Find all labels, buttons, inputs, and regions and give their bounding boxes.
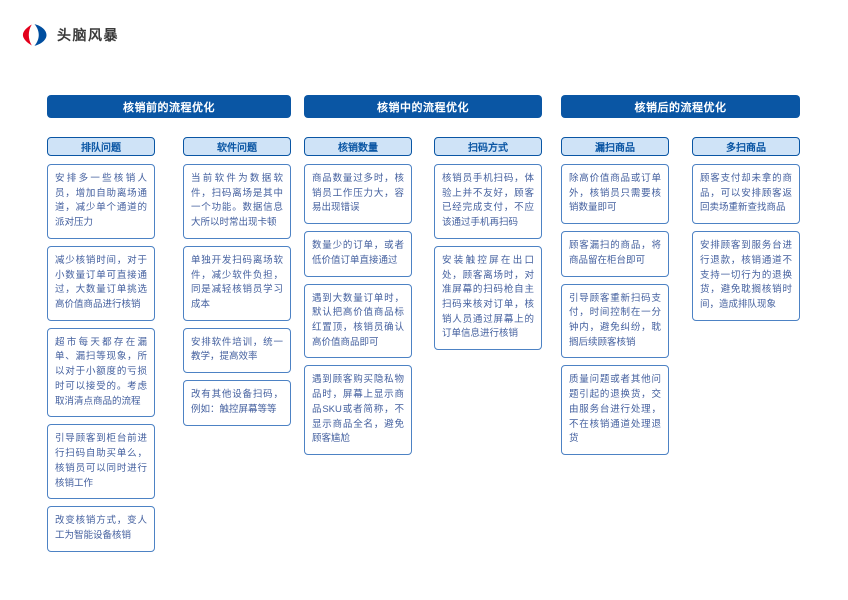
idea-card: 数量少的订单，或者低价值订单直接通过: [304, 231, 412, 277]
idea-card: 改变核销方式，变人工为智能设备核销: [47, 506, 155, 552]
topic-column: 排队问题安排多一些核销人员，增加自助离场通道，减少单个通道的派对压力减少核销时间…: [47, 137, 155, 552]
idea-card: 单独开发扫码离场软件，减少软件负担，同是减轻核销员学习成本: [183, 245, 291, 321]
idea-card: 遇到顾客购买隐私物品时，屏幕上显示商品SKU或者简称，不显示商品全名，避免顾客尴…: [304, 365, 412, 456]
column-header: 软件问题: [183, 137, 291, 156]
topic-column: 扫码方式核销员手机扫码，体验上并不友好，顾客已经完成支付，不应该通过手机再扫码安…: [434, 137, 542, 455]
idea-card: 安排顾客到服务台进行退款，核销通道不支持一切行为的退换货，避免耽搁核销时间，造成…: [692, 231, 800, 321]
column-header: 核销数量: [304, 137, 412, 156]
carrefour-logo-icon: [22, 24, 47, 46]
group-columns: 排队问题安排多一些核销人员，增加自助离场通道，减少单个通道的派对压力减少核销时间…: [47, 137, 291, 552]
brand: 头脑风暴: [20, 23, 119, 47]
idea-card: 遇到大数量订单时，默认把高价值商品标红置顶，核销员确认高价值商品即可: [304, 283, 412, 359]
idea-card: 顾客漏扫的商品，将商品留在柜台即可: [561, 231, 669, 277]
idea-card: 安排多一些核销人员，增加自助离场通道，减少单个通道的派对压力: [47, 164, 155, 239]
group-header: 核销后的流程优化: [561, 95, 800, 118]
topic-column: 漏扫商品除高价值商品或订单外，核销员只需要核销数量即可顾客漏扫的商品，将商品留在…: [561, 137, 669, 456]
topic-column: 软件问题当前软件为数据软件，扫码离场是其中一个功能。数据信息大所以时常出现卡顿单…: [183, 137, 291, 552]
group-header: 核销中的流程优化: [304, 95, 542, 118]
idea-card: 安装触控屏在出口处，顾客离场时，对准屏幕的扫码枪自主扫码来核对订单，核销人员通过…: [434, 245, 542, 351]
idea-card: 除高价值商品或订单外，核销员只需要核销数量即可: [561, 164, 669, 225]
column-header: 漏扫商品: [561, 137, 669, 156]
idea-card: 顾客支付却未拿的商品，可以安排顾客返回卖场重新查找商品: [692, 164, 800, 225]
idea-card: 商品数量过多时，核销员工作压力大，容易出现错误: [304, 164, 412, 225]
idea-card: 改有其他设备扫码，例如：触控屏幕等等: [183, 380, 291, 426]
idea-card: 引导顾客重新扫码支付，时间控制在一分钟内，避免纠纷，耽搁后续顾客核销: [561, 283, 669, 359]
group-section: 核销前的流程优化排队问题安排多一些核销人员，增加自助离场通道，减少单个通道的派对…: [47, 95, 291, 552]
column-header: 排队问题: [47, 137, 155, 156]
idea-card: 减少核销时间，对于小数量订单可直接通过，大数量订单挑选高价值商品进行核销: [47, 245, 155, 321]
column-header: 多扫商品: [692, 137, 800, 156]
group-columns: 核销数量商品数量过多时，核销员工作压力大，容易出现错误数量少的订单，或者低价值订…: [304, 137, 542, 456]
topic-column: 多扫商品顾客支付却未拿的商品，可以安排顾客返回卖场重新查找商品安排顾客到服务台进…: [692, 137, 800, 455]
idea-card: 质量问题或者其他问题引起的退换货，交由服务台进行处理，不在核销通道处理退货: [561, 365, 669, 456]
idea-card: 引导顾客到柜台前进行扫码自助买单么，核销员可以同时进行核销工作: [47, 424, 155, 500]
column-header: 扫码方式: [434, 137, 542, 156]
idea-card: 当前软件为数据软件，扫码离场是其中一个功能。数据信息大所以时常出现卡顿: [183, 164, 291, 239]
idea-card: 安排软件培训，统一教学，提高效率: [183, 327, 291, 374]
group-columns: 漏扫商品除高价值商品或订单外，核销员只需要核销数量即可顾客漏扫的商品，将商品留在…: [561, 137, 800, 456]
topic-column: 核销数量商品数量过多时，核销员工作压力大，容易出现错误数量少的订单，或者低价值订…: [304, 137, 412, 456]
idea-card: 超市每天都存在漏单、漏扫等现象，所以对于小额度的亏损时可以接受的。考虑取消清点商…: [47, 327, 155, 418]
group-header: 核销前的流程优化: [47, 95, 291, 118]
page-title: 头脑风暴: [57, 27, 119, 43]
brainstorm-board: 核销前的流程优化排队问题安排多一些核销人员，增加自助离场通道，减少单个通道的派对…: [0, 95, 848, 600]
group-section: 核销中的流程优化核销数量商品数量过多时，核销员工作压力大，容易出现错误数量少的订…: [304, 95, 542, 456]
idea-card: 核销员手机扫码，体验上并不友好，顾客已经完成支付，不应该通过手机再扫码: [434, 164, 542, 239]
group-section: 核销后的流程优化漏扫商品除高价值商品或订单外，核销员只需要核销数量即可顾客漏扫的…: [561, 95, 800, 456]
